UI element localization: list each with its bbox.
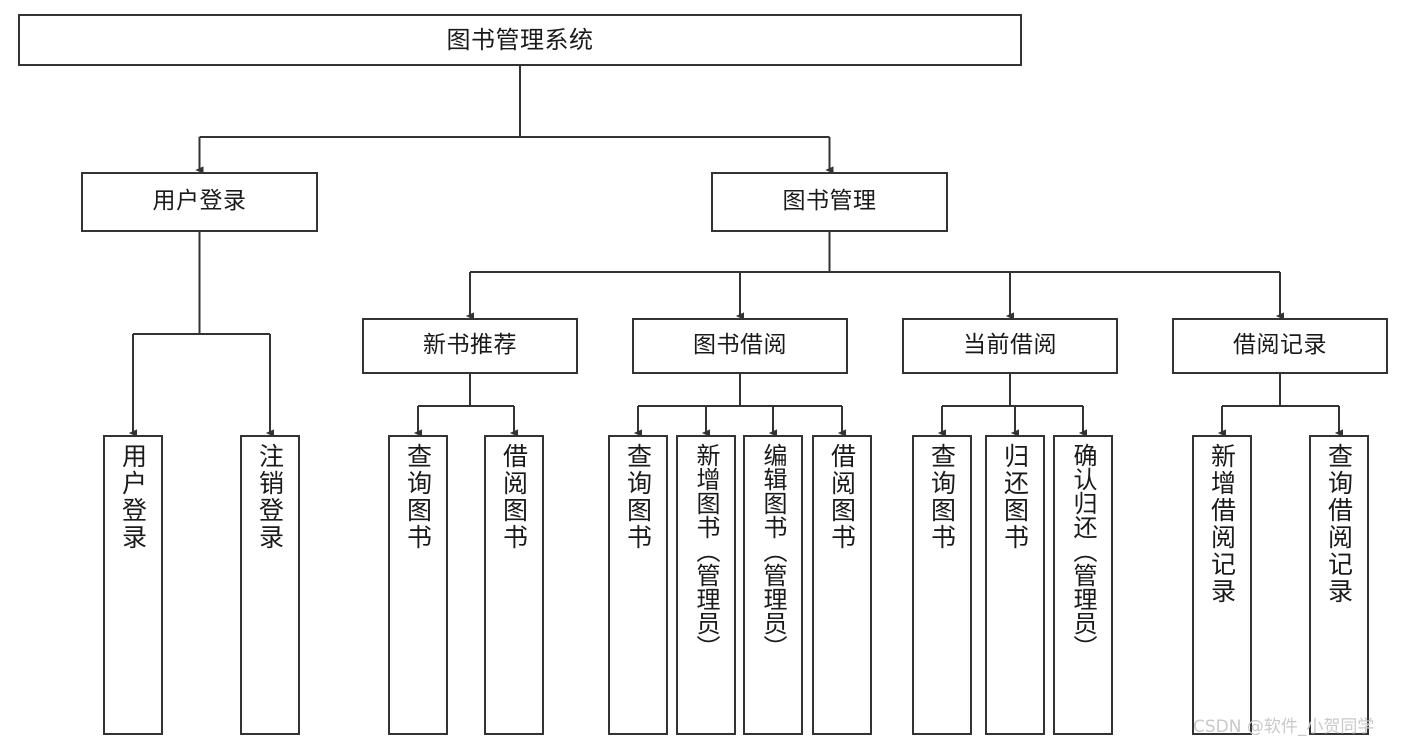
node-label-new-book-recommend: 新书推荐	[423, 332, 517, 359]
node-leaf-query-book-current[interactable]: 查询图书	[912, 435, 972, 735]
node-label-book-borrow: 图书借阅	[693, 332, 787, 359]
node-leaf-edit-book-admin[interactable]: 编辑图书（管理员）	[743, 435, 803, 735]
node-new-book-recommend[interactable]: 新书推荐	[362, 318, 578, 374]
node-book-manage[interactable]: 图书管理	[711, 172, 948, 232]
node-leaf-user-login[interactable]: 用户登录	[103, 435, 163, 735]
node-leaf-query-book-recommend[interactable]: 查询图书	[388, 435, 448, 735]
node-book-borrow[interactable]: 图书借阅	[632, 318, 848, 374]
node-leaf-confirm-return-admin[interactable]: 确认归还（管理员）	[1053, 435, 1113, 735]
node-leaf-borrow-book[interactable]: 借阅图书	[812, 435, 872, 735]
node-leaf-add-book-admin[interactable]: 新增图书（管理员）	[676, 435, 736, 735]
node-borrow-record[interactable]: 借阅记录	[1172, 318, 1388, 374]
node-label-leaf-query-book-borrow: 查询图书	[623, 443, 653, 551]
edge-group	[128, 66, 1344, 437]
node-label-leaf-return-book: 归还图书	[1000, 443, 1030, 551]
node-leaf-return-book[interactable]: 归还图书	[985, 435, 1045, 735]
node-label-leaf-query-book-recommend: 查询图书	[403, 443, 433, 551]
node-label-current-borrow: 当前借阅	[963, 332, 1057, 359]
node-label-leaf-confirm-return-admin: 确认归还（管理员）	[1069, 443, 1097, 659]
node-leaf-query-borrow-record[interactable]: 查询借阅记录	[1309, 435, 1369, 735]
node-leaf-borrow-book-recommend[interactable]: 借阅图书	[484, 435, 544, 735]
node-label-leaf-add-book-admin: 新增图书（管理员）	[692, 443, 720, 659]
node-label-leaf-borrow-book: 借阅图书	[827, 443, 857, 551]
node-root[interactable]: 图书管理系统	[18, 14, 1022, 66]
node-label-borrow-record: 借阅记录	[1233, 332, 1327, 359]
node-leaf-query-book-borrow[interactable]: 查询图书	[608, 435, 668, 735]
node-label-leaf-edit-book-admin: 编辑图书（管理员）	[759, 443, 787, 659]
node-leaf-logout-login[interactable]: 注销登录	[240, 435, 300, 735]
node-current-borrow[interactable]: 当前借阅	[902, 318, 1118, 374]
node-label-leaf-query-book-current: 查询图书	[927, 443, 957, 551]
node-label-root: 图书管理系统	[446, 25, 594, 54]
node-label-leaf-logout-login: 注销登录	[255, 443, 285, 551]
node-label-leaf-user-login: 用户登录	[118, 443, 148, 551]
node-label-leaf-add-borrow-record: 新增借阅记录	[1207, 443, 1237, 605]
node-label-user-login: 用户登录	[152, 188, 247, 215]
node-label-leaf-borrow-book-recommend: 借阅图书	[499, 443, 529, 551]
node-user-login[interactable]: 用户登录	[81, 172, 318, 232]
node-label-leaf-query-borrow-record: 查询借阅记录	[1324, 443, 1354, 605]
node-leaf-add-borrow-record[interactable]: 新增借阅记录	[1192, 435, 1252, 735]
node-label-book-manage: 图书管理	[782, 188, 877, 215]
